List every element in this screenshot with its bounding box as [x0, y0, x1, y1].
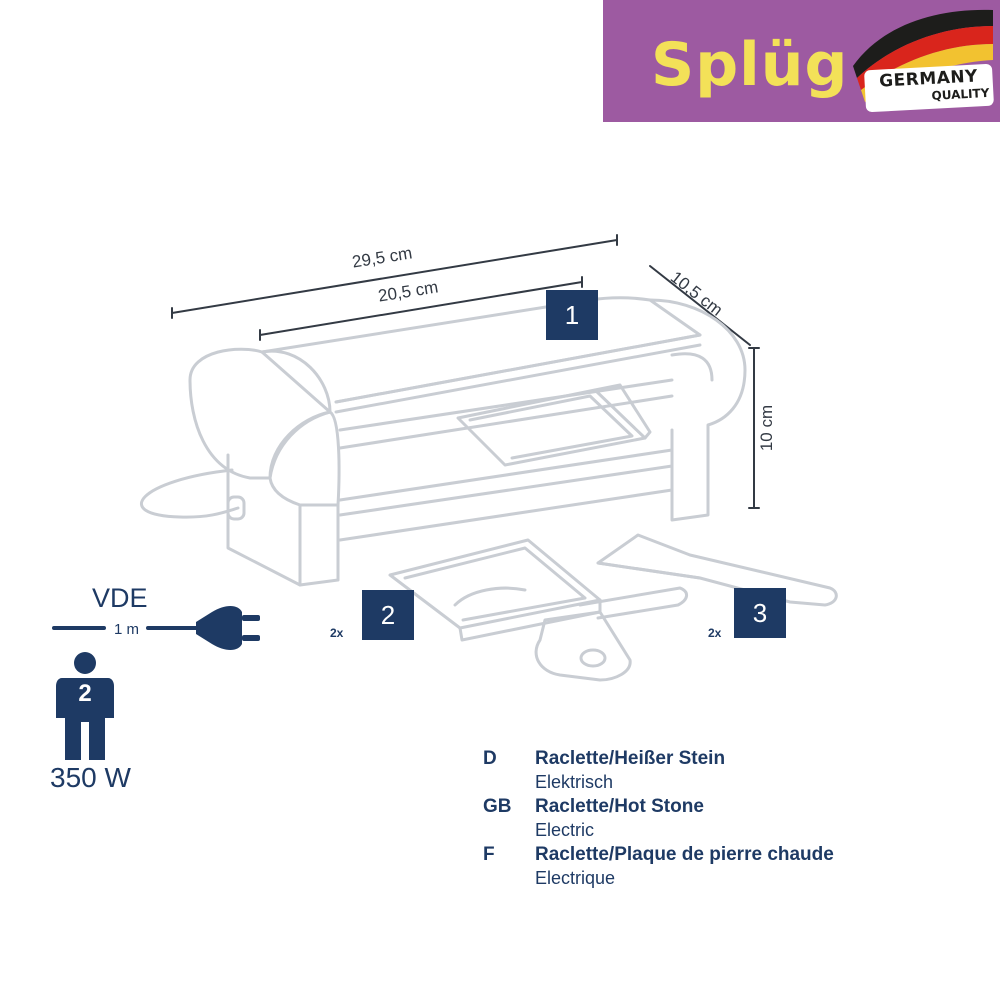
- dimension-height: 10 cm: [757, 404, 777, 452]
- raclette-appliance: [140, 296, 747, 587]
- legend-subtitle: Electrique: [535, 868, 616, 888]
- brand-banner: Splüg GERMANY QUALITY: [603, 0, 1000, 122]
- raclette-pan: [388, 538, 688, 682]
- spatula: [596, 533, 838, 607]
- legend-title: Raclette/Hot Stone: [535, 796, 704, 817]
- vde-label: VDE: [92, 583, 148, 613]
- wattage: 350 W: [50, 762, 131, 793]
- legend-subtitle: Elektrisch: [535, 772, 614, 792]
- dimension-lines: [171, 234, 760, 509]
- callout-2-quantity: 2x: [330, 626, 344, 640]
- callout-3: 3: [734, 588, 786, 638]
- brand-logo: Splüg: [651, 30, 849, 100]
- callout-1: 1: [546, 290, 598, 340]
- person-icon: [56, 652, 114, 760]
- legend-code: GB: [483, 796, 512, 817]
- legend-code: F: [483, 844, 495, 865]
- person-count: 2: [78, 680, 92, 707]
- plug-icon: [196, 606, 260, 650]
- cable-length: 1 m: [111, 621, 143, 638]
- legend-title: Raclette/Plaque de pierre chaude: [535, 844, 834, 865]
- legend-subtitle: Electric: [535, 820, 595, 840]
- legend-code: D: [483, 748, 497, 769]
- legend-title: Raclette/Heißer Stein: [535, 748, 726, 769]
- callout-2: 2: [362, 590, 414, 640]
- callout-3-quantity: 2x: [708, 626, 722, 640]
